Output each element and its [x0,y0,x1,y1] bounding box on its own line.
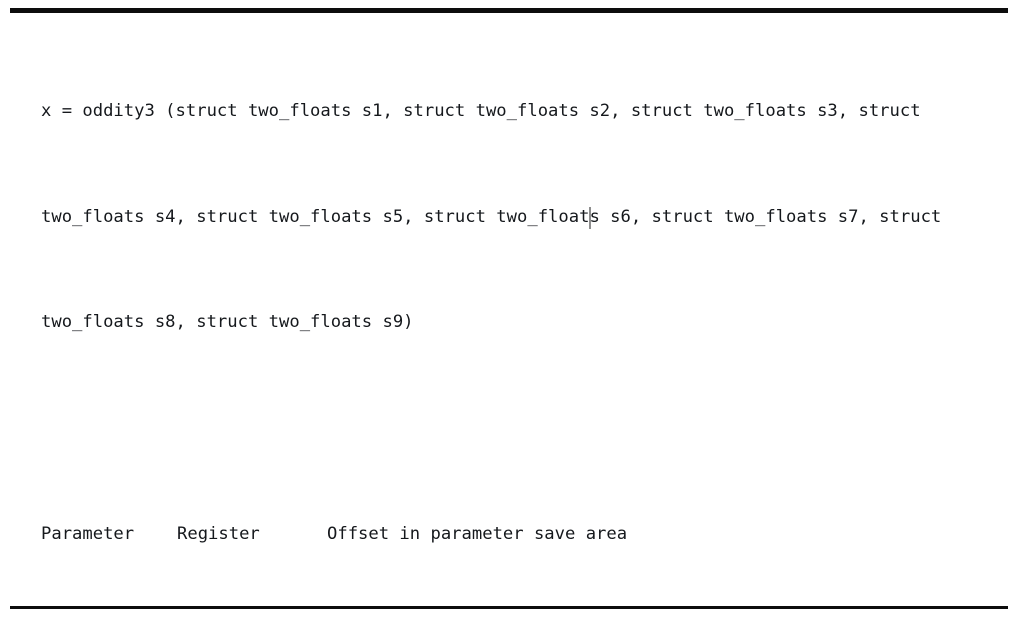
signature-line-2-before-caret: two_floats s4, struct two_floats s5, str… [41,206,590,227]
signature-line-2-after-caret: s s6, struct two_floats s7, struct [589,206,942,227]
signature-line-1: x = oddity3 (struct two_floats s1, struc… [41,101,921,122]
text-caret [589,206,592,229]
signature-line-2: two_floats s4, struct two_floats s5, str… [41,204,1001,230]
top-rule [10,8,1008,13]
header-parameter: Parameter [41,523,135,544]
code-listing: x = oddity3 (struct two_floats s1, struc… [41,19,1001,625]
header-register: Register [177,523,260,544]
blank-separator [41,415,1001,441]
signature-line-3: two_floats s8, struct two_floats s9) [41,312,414,333]
header-offset: Offset in parameter save area [327,523,628,544]
bottom-rule [10,606,1008,609]
table-header-row: Parameter Register Offset in parameter sav… [41,521,1001,547]
